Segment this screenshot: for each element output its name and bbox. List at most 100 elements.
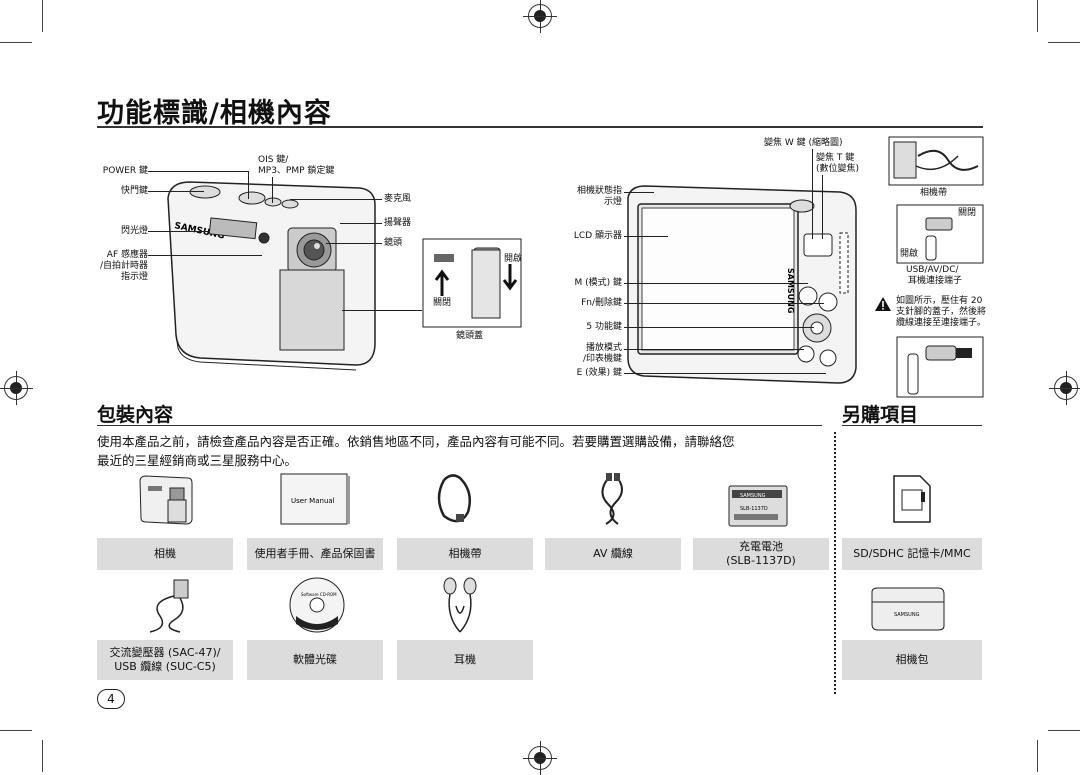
package-description-2: 最近的三星經銷商或三星服務中心。 — [97, 453, 298, 468]
optional-rule — [842, 425, 982, 426]
leader-line — [624, 236, 668, 237]
memory-card-item-label: SD/SDHC 記憶卡/MMC — [842, 538, 982, 570]
crop-mark — [1037, 0, 1038, 32]
leader-line — [272, 177, 273, 203]
effect-button-label: E (效果) 鍵 — [576, 368, 622, 378]
manual-cover-text: User Manual — [291, 497, 335, 505]
leader-line — [822, 175, 823, 239]
ac-adapter-item-label-2: USB 纜線 (SUC-C5) — [114, 660, 216, 673]
zoom-t-label: 變焦 T 鍵 — [816, 153, 855, 163]
connector-open-label: 開啟 — [900, 249, 919, 259]
leader-line — [624, 327, 814, 328]
leader-line — [148, 171, 248, 172]
earphones-image — [443, 577, 477, 633]
lens-cover-label: 鏡頭蓋 — [456, 331, 484, 341]
leader-line — [342, 310, 422, 311]
zoom-w-label: 變焦 W 鍵 (縮略圖) — [764, 138, 843, 148]
crop-mark — [1048, 42, 1080, 43]
camera-back-illustration: SAMSUNG — [627, 185, 857, 384]
lens-label: 鏡頭 — [384, 238, 403, 248]
page-title: 功能標識/相機內容 — [97, 98, 332, 129]
printer-button-label: /印表機鍵 — [582, 354, 622, 364]
ois-button-label: OIS 鍵/ — [258, 155, 289, 165]
leader-line — [148, 231, 210, 232]
memory-card-image — [893, 475, 931, 523]
user-manual-item-label: 使用者手冊、產品保固書 — [247, 538, 383, 570]
battery-item-label-2: (SLB-1137D) — [726, 554, 796, 567]
camera-front-illustration: SAMSUNG — [167, 181, 376, 371]
leader-line — [624, 192, 654, 193]
registration-mark-icon — [0, 371, 33, 405]
svg-text:SAMSUNG: SAMSUNG — [786, 268, 795, 313]
self-timer-label: /自拍計時器 — [99, 261, 148, 271]
mode-button-label: M (模式) 鍵 — [574, 278, 622, 288]
user-manual-image: User Manual — [280, 473, 350, 525]
five-function-label: 5 功能鍵 — [586, 322, 622, 332]
camera-case-item-label: 相機包 — [842, 640, 982, 680]
leader-line — [148, 255, 262, 256]
connector-inset — [896, 204, 984, 264]
battery-model-text: SLB-1137D — [740, 506, 768, 512]
power-button-label: POWER 鍵 — [102, 166, 148, 176]
strap-label: 相機帶 — [920, 188, 948, 198]
optional-heading: 另購項目 — [842, 404, 919, 426]
leader-line — [148, 191, 204, 192]
flash-label: 閃光燈 — [120, 226, 148, 236]
strap-inset — [888, 136, 984, 186]
usb-terminal-label-2: 耳機連接端子 — [908, 276, 963, 286]
ac-adapter-image — [149, 579, 189, 633]
camera-case-image: SAMSUNG — [871, 587, 945, 631]
package-rule — [97, 425, 822, 426]
crop-mark — [0, 42, 32, 43]
leader-line — [624, 303, 824, 304]
mic-label: 麥克風 — [384, 194, 412, 204]
package-heading: 包裝內容 — [97, 404, 174, 426]
leader-line — [290, 199, 382, 200]
software-cd-image: Software CD-ROM — [289, 577, 345, 633]
camera-item-label: 相機 — [97, 538, 233, 570]
av-cable-item-label: AV 纜線 — [545, 538, 681, 570]
leader-line — [326, 243, 382, 244]
registration-mark-icon — [523, 741, 557, 775]
usb-terminal-label: USB/AV/DC/ — [906, 265, 959, 275]
status-lamp-label-2: 示燈 — [603, 197, 622, 207]
crop-mark — [1037, 740, 1038, 772]
battery-item-label-1: 充電電池 — [739, 540, 783, 553]
leader-line — [812, 149, 813, 239]
case-brand-text: SAMSUNG — [894, 612, 920, 618]
registration-mark-icon — [1049, 371, 1080, 405]
ac-adapter-item-label: 交流變壓器 (SAC-47)/ USB 纜線 (SUC-C5) — [97, 640, 233, 680]
crop-mark — [1048, 730, 1080, 731]
strap-item-label: 相機帶 — [397, 538, 533, 570]
crop-mark — [42, 0, 43, 32]
battery-item-label: 充電電池 (SLB-1137D) — [693, 538, 829, 570]
title-rule — [97, 126, 983, 128]
battery-image: SAMSUNG SLB-1137D — [728, 485, 788, 527]
battery-brand-text: SAMSUNG — [740, 493, 766, 499]
digital-zoom-label: (數位變焦) — [816, 164, 860, 174]
note-text-2: 支針腳的蓋子，然後將 — [896, 307, 987, 317]
crop-mark — [0, 730, 32, 731]
camera-product-image — [139, 475, 193, 525]
indicator-label: 指示燈 — [120, 272, 148, 282]
note-text-3: 纜線連接至連接端子。 — [896, 318, 987, 328]
leader-line — [624, 373, 826, 374]
cd-label-text: Software CD-ROM — [301, 592, 337, 597]
section-divider — [834, 432, 836, 694]
registration-mark-icon — [523, 0, 557, 33]
software-cd-item-label: 軟體光碟 — [247, 640, 383, 680]
note-text: 如圖所示，壓住有 20 — [896, 296, 983, 306]
ac-adapter-item-label-1: 交流變壓器 (SAC-47)/ — [109, 646, 221, 659]
earphones-item-label: 耳機 — [397, 640, 533, 680]
af-sensor-label: AF 感應器 — [106, 250, 148, 260]
shutter-button-label: 快門鍵 — [120, 186, 148, 196]
page-number: 4 — [97, 689, 125, 709]
open-label: 開啟 — [504, 254, 523, 264]
leader-line — [248, 171, 249, 199]
speaker-label: 揚聲器 — [384, 218, 412, 228]
leader-line — [340, 223, 382, 224]
fn-delete-label: Fn/刪除鍵 — [581, 298, 622, 308]
leader-line — [624, 349, 804, 350]
status-lamp-label: 相機狀態指 — [576, 186, 622, 196]
leader-line — [624, 283, 808, 284]
